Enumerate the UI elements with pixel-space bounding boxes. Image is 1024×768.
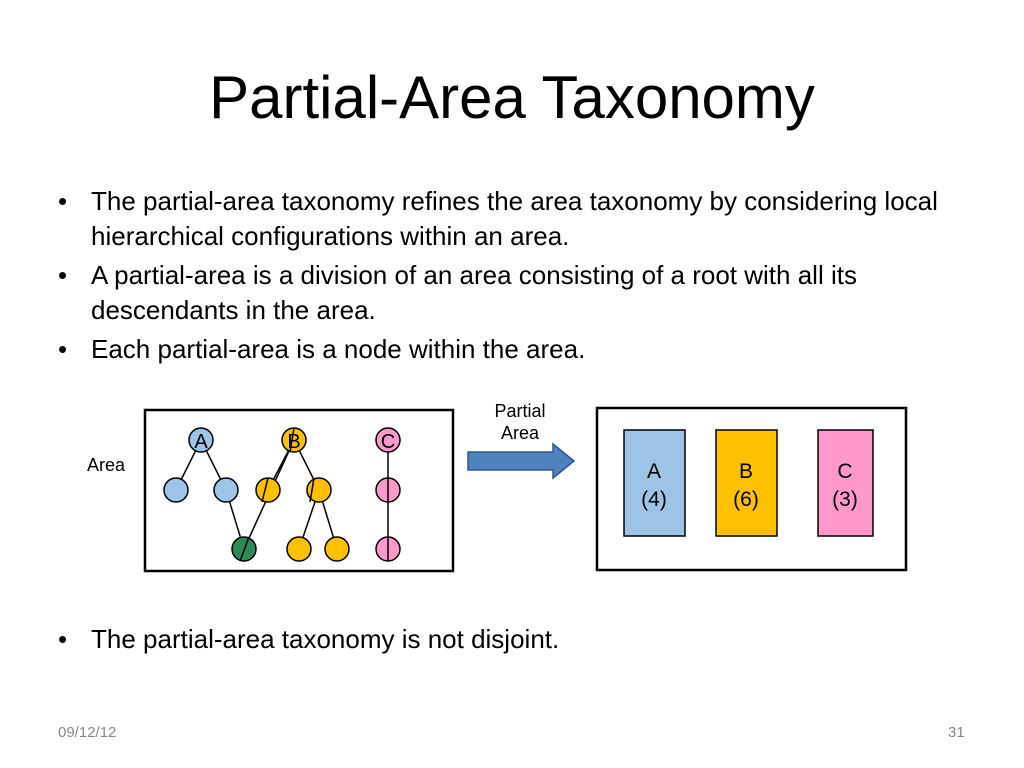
root-label-c: C <box>381 431 395 453</box>
node-yellow <box>286 536 312 562</box>
bullet-text: Each partial-area is a node within the a… <box>91 334 586 364</box>
arrow-label-line1: Partial <box>494 401 546 421</box>
root-label-a: A <box>194 431 208 453</box>
slide-title: Partial-Area Taxonomy <box>209 64 815 131</box>
partial-area-a <box>623 429 686 537</box>
root-node-a <box>188 427 214 453</box>
bullet-list: • The partial-area taxonomy refines the … <box>58 184 978 371</box>
arrow-label-line2: Area <box>500 423 540 443</box>
bullet-dot: • <box>58 186 68 216</box>
bullet-item: • A partial-area is a division of an are… <box>58 258 978 328</box>
partial-area-c <box>817 429 874 537</box>
closing-bullet: • The partial-area taxonomy is not disjo… <box>58 622 958 657</box>
footer-date: 09/12/12 <box>58 724 117 741</box>
root-node-c <box>375 427 401 453</box>
partial-area-b-count: (6) <box>733 488 759 511</box>
root-label-b: B <box>287 431 300 453</box>
bullet-dot: • <box>58 260 68 290</box>
area-label: Area <box>86 455 126 475</box>
partial-area-c-count: (3) <box>832 488 858 511</box>
partial-area-c-name: C <box>837 460 852 483</box>
bullet-dot: • <box>58 334 68 364</box>
bullet-item: • The partial-area taxonomy refines the … <box>58 184 978 254</box>
bullet-text: The partial-area taxonomy refines the ar… <box>91 186 938 251</box>
node-blue <box>163 477 189 503</box>
bullet-text: The partial-area taxonomy is not disjoin… <box>91 624 560 654</box>
partial-area-a-count: (4) <box>641 488 667 511</box>
partial-area-b <box>715 429 778 537</box>
bullet-dot: • <box>58 624 68 654</box>
partial-area-b-name: B <box>739 460 753 483</box>
arrow-label: Partial Area <box>480 400 560 444</box>
bullet-item: • Each partial-area is a node within the… <box>58 332 978 367</box>
arrow-icon <box>467 442 576 480</box>
footer-page-number: 31 <box>948 724 965 741</box>
partial-area-a-name: A <box>647 460 661 483</box>
edges-over-nodes <box>239 427 389 562</box>
node-blue <box>213 477 239 503</box>
node-yellow <box>255 477 281 503</box>
node-yellow <box>324 536 350 562</box>
bullet-text: A partial-area is a division of an area … <box>91 260 857 325</box>
